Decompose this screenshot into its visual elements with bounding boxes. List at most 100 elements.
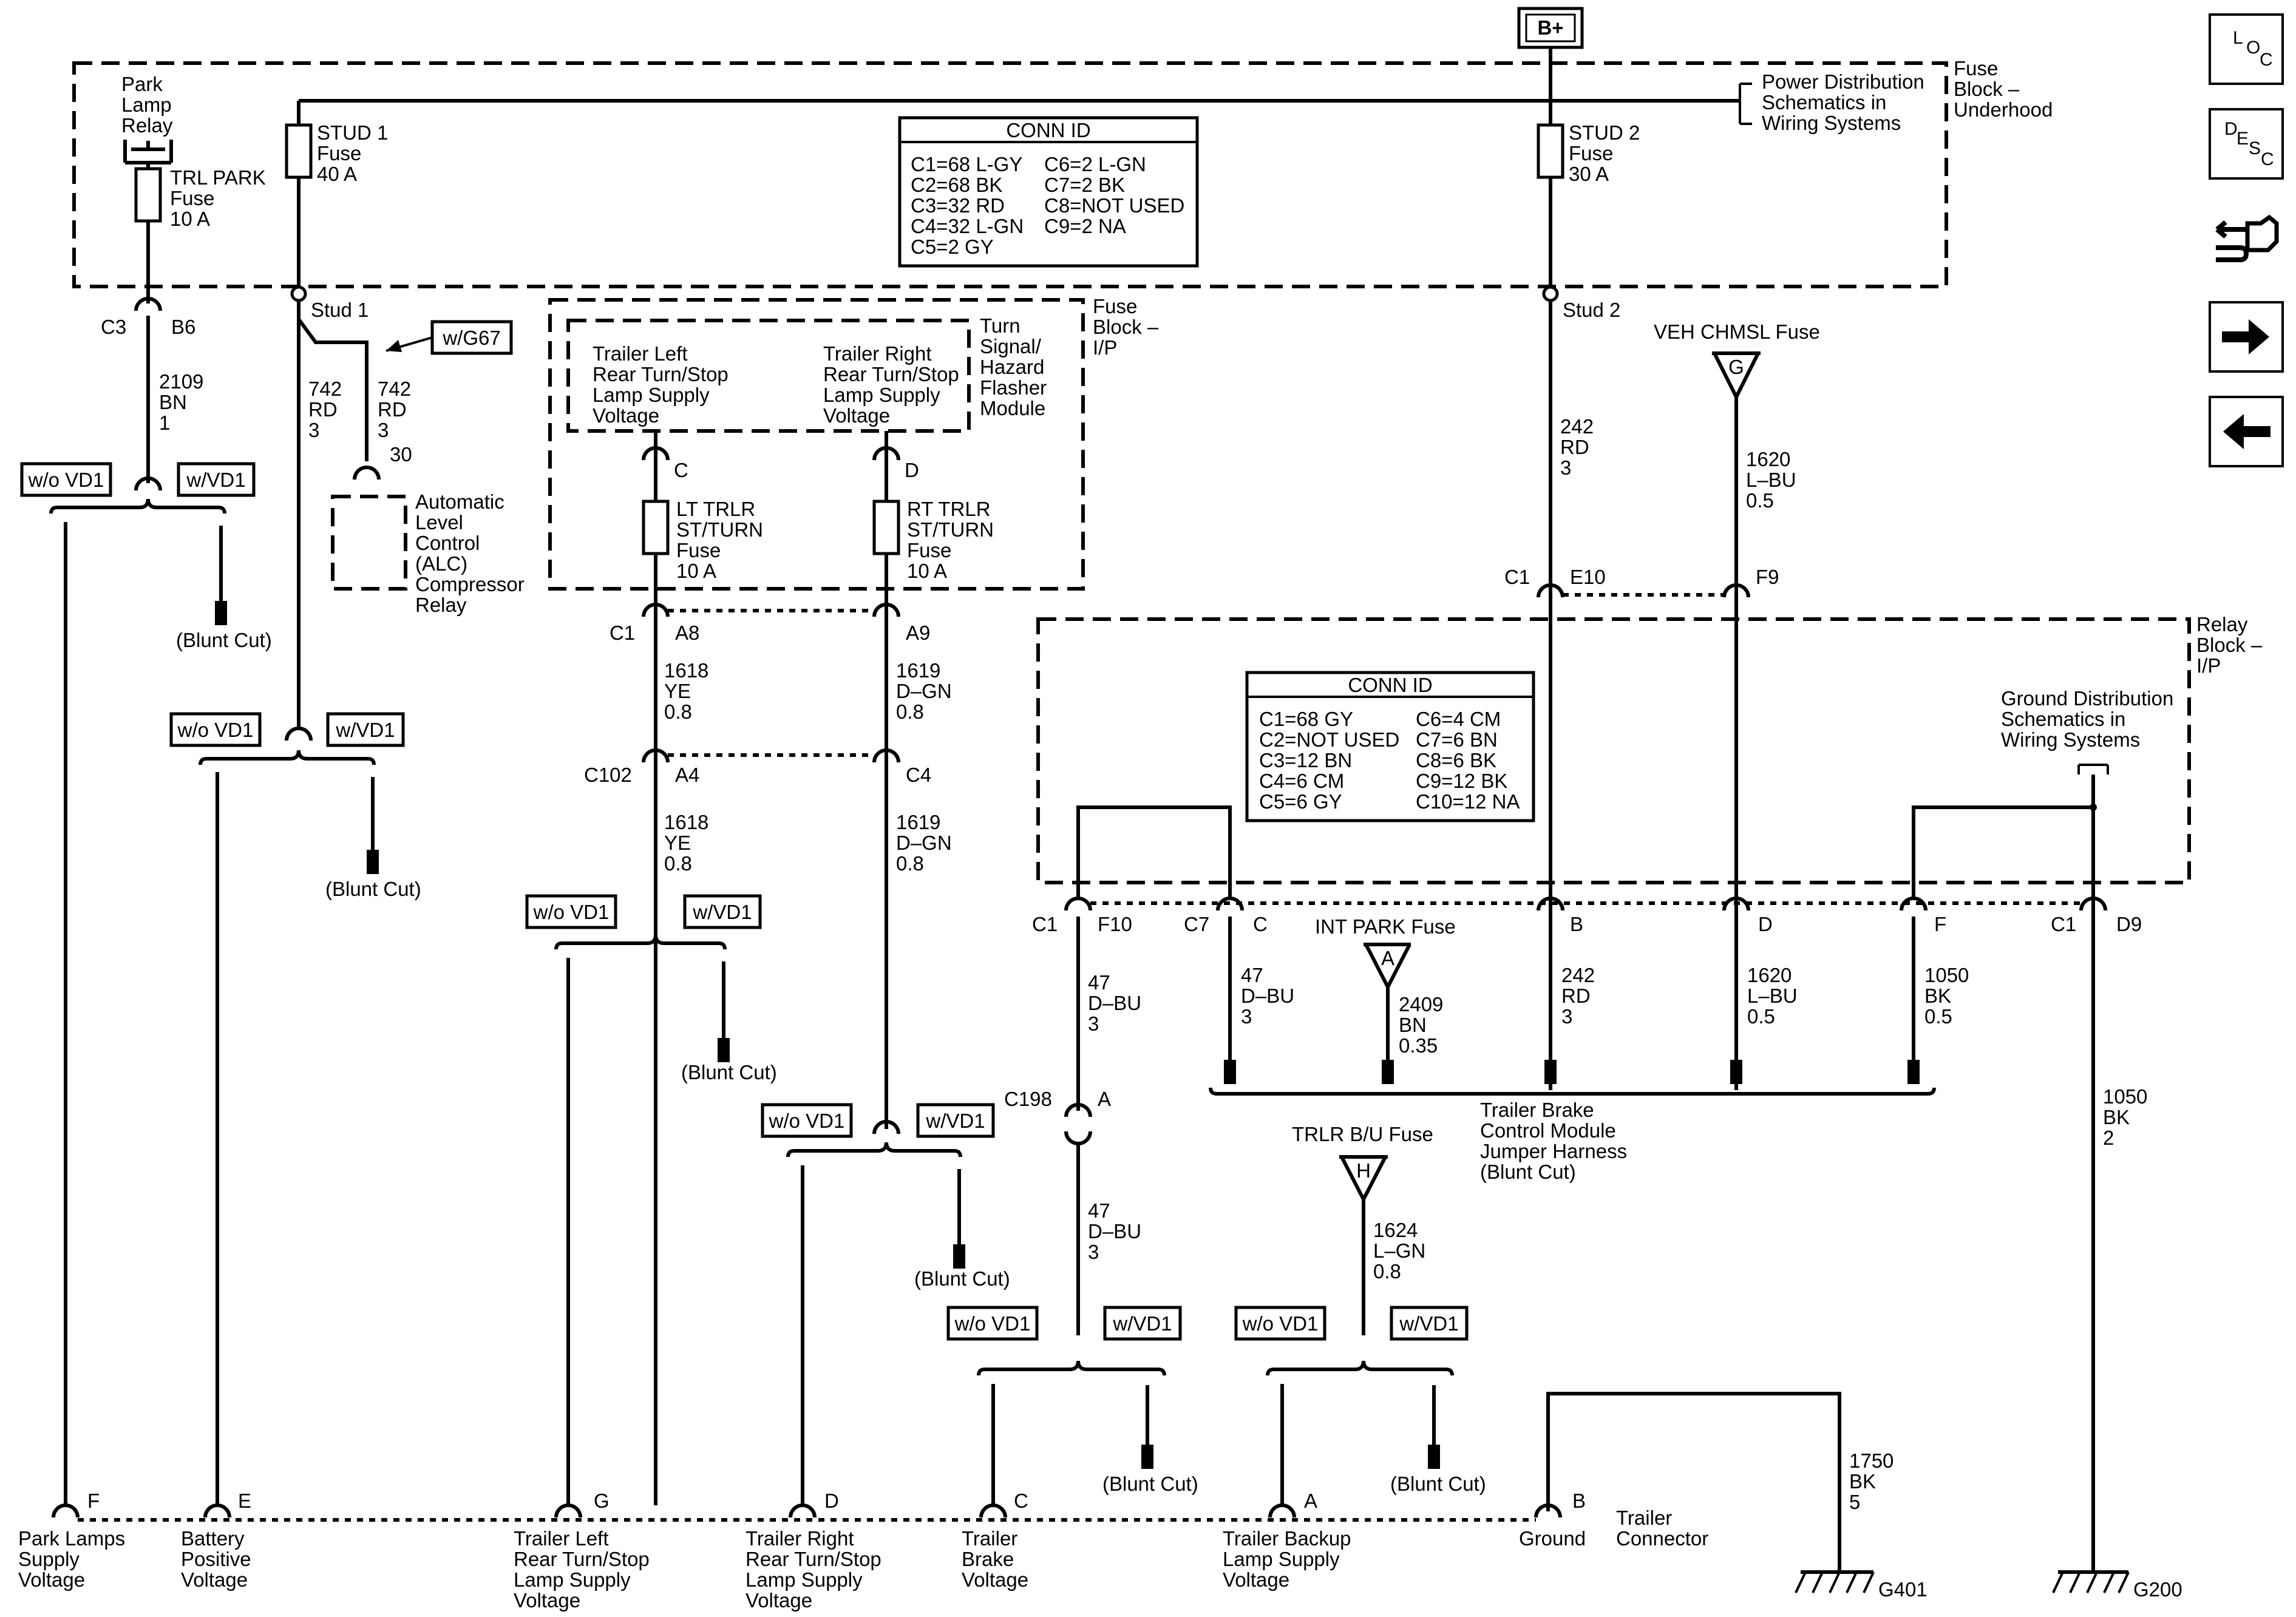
w-vd1-option xyxy=(916,1103,995,1138)
svg-text:Wiring Systems: Wiring Systems xyxy=(1762,112,1901,134)
svg-text:C1=68 GY: C1=68 GY xyxy=(1259,708,1353,730)
svg-text:Brake: Brake xyxy=(962,1548,1014,1570)
park-lamps-supply-voltage: Park Lamps Supply Voltage xyxy=(18,1527,125,1591)
conn-d-right xyxy=(872,446,900,461)
svg-text:Level: Level xyxy=(415,511,463,534)
svg-text:Trailer: Trailer xyxy=(962,1527,1017,1550)
svg-text:Compressor: Compressor xyxy=(415,573,525,595)
svg-text:ST/TURN: ST/TURN xyxy=(676,518,763,541)
w-vd1-label: w/VD1 xyxy=(925,1110,985,1132)
loc-icon: L O C xyxy=(2233,28,2273,70)
svg-text:BK: BK xyxy=(2103,1106,2130,1128)
svg-text:3: 3 xyxy=(308,419,319,441)
svg-text:Wiring Systems: Wiring Systems xyxy=(2001,728,2140,751)
svg-text:C2=NOT USED: C2=NOT USED xyxy=(1259,728,1399,751)
svg-text:Rear Turn/Stop: Rear Turn/Stop xyxy=(823,363,959,385)
conn-c198-lower xyxy=(1064,1131,1092,1145)
wire-1620-label-a: 1620 L–BU 0.5 xyxy=(1746,448,1796,512)
svg-text:Voltage: Voltage xyxy=(514,1589,580,1612)
svg-text:Hazard: Hazard xyxy=(980,356,1044,378)
svg-text:Relay: Relay xyxy=(121,114,173,137)
w-vd1-option xyxy=(177,462,256,497)
svg-text:L–BU: L–BU xyxy=(1746,469,1796,491)
svg-text:Rear Turn/Stop: Rear Turn/Stop xyxy=(514,1548,650,1570)
svg-text:1620: 1620 xyxy=(1746,448,1790,470)
ground-distribution-ref: Ground Distribution Schematics in Wiring… xyxy=(2001,687,2173,775)
trailer-right-supply-voltage: Trailer Right Rear Turn/Stop Lamp Supply… xyxy=(746,1527,881,1612)
c198-label: C198 xyxy=(1004,1088,1052,1110)
trailer-backup-supply-voltage: Trailer Backup Lamp Supply Voltage xyxy=(1223,1527,1351,1591)
svg-text:0.8: 0.8 xyxy=(664,700,692,723)
svg-text:0.35: 0.35 xyxy=(1399,1034,1438,1057)
trl-park-fuse-label: TRL PARK Fuse 10 A xyxy=(170,166,266,230)
option-bracket-left-turn xyxy=(554,934,727,950)
svg-text:Lamp Supply: Lamp Supply xyxy=(514,1568,631,1591)
trl-park-fuse xyxy=(134,167,162,223)
blunt-cut-label: (Blunt Cut) xyxy=(681,1061,777,1083)
conn-f9 xyxy=(1722,583,1750,598)
wire-1050-label-a: 1050 BK 0.5 xyxy=(1924,964,1969,1028)
svg-text:1: 1 xyxy=(159,412,170,434)
trlr-bu-fuse-h: H xyxy=(1339,1155,1388,1204)
svg-text:Automatic: Automatic xyxy=(415,490,504,513)
trailer-left-supply-voltage: Trailer Left Rear Turn/Stop Lamp Supply … xyxy=(514,1527,650,1612)
svg-text:D–BU: D–BU xyxy=(1241,985,1294,1007)
option-bracket-brake xyxy=(977,1360,1166,1376)
svg-text:D–BU: D–BU xyxy=(1088,992,1141,1014)
alc-pin-label: 30 xyxy=(390,443,412,466)
pin-g-label: G xyxy=(594,1490,610,1512)
svg-text:YE: YE xyxy=(664,832,691,854)
fuse-block-underhood-title: Fuse Block – Underhood xyxy=(1954,57,2053,121)
w-vd1-label: w/VD1 xyxy=(1112,1312,1172,1335)
svg-text:ST/TURN: ST/TURN xyxy=(907,518,994,541)
splice-dot xyxy=(2090,804,2097,811)
w-vd1-option xyxy=(683,894,762,929)
ground-g401-icon xyxy=(1795,1570,1875,1593)
wo-vd1-option xyxy=(946,1306,1039,1341)
desc-button[interactable]: D E S C xyxy=(2209,108,2284,180)
connector-repair-icon xyxy=(2215,214,2279,262)
svg-text:Positive: Positive xyxy=(181,1548,251,1570)
wo-vd1-option xyxy=(761,1103,853,1138)
back-button[interactable] xyxy=(2209,396,2284,467)
svg-text:L–GN: L–GN xyxy=(1373,1239,1425,1262)
loc-button[interactable]: L O C xyxy=(2209,13,2284,85)
svg-text:Fuse: Fuse xyxy=(1569,142,1613,164)
svg-text:I/P: I/P xyxy=(2196,654,2221,677)
svg-text:Lamp Supply: Lamp Supply xyxy=(823,384,940,406)
svg-text:Rear Turn/Stop: Rear Turn/Stop xyxy=(746,1548,881,1570)
svg-text:Connector: Connector xyxy=(1616,1527,1708,1550)
svg-text:Block –: Block – xyxy=(2196,634,2263,656)
flasher-module-outline xyxy=(566,319,971,433)
f-label: F xyxy=(1934,913,1946,935)
svg-text:30 A: 30 A xyxy=(1569,163,1609,185)
connector-repair-button[interactable] xyxy=(2209,203,2284,274)
svg-text:3: 3 xyxy=(1088,1241,1099,1263)
svg-text:Module: Module xyxy=(980,397,1045,419)
blunt-cut-end xyxy=(1428,1445,1440,1469)
blunt-cut-end xyxy=(215,601,227,625)
svg-text:1050: 1050 xyxy=(1924,964,1969,986)
svg-text:Lamp Supply: Lamp Supply xyxy=(746,1568,863,1591)
c1-label: C1 xyxy=(610,622,635,644)
svg-text:Trailer Left: Trailer Left xyxy=(593,342,688,365)
svg-text:Fuse: Fuse xyxy=(676,539,721,561)
svg-text:Voltage: Voltage xyxy=(18,1568,85,1591)
next-button[interactable] xyxy=(2209,301,2284,373)
g67-option: w/G67 xyxy=(385,320,513,355)
svg-text:242: 242 xyxy=(1560,415,1594,438)
svg-text:RD: RD xyxy=(1560,436,1589,458)
svg-text:STUD 2: STUD 2 xyxy=(1569,121,1640,144)
svg-text:Voltage: Voltage xyxy=(181,1568,248,1591)
svg-text:1750: 1750 xyxy=(1849,1449,1894,1472)
conn-f10 xyxy=(1064,897,1092,911)
alc-relay-label: Automatic Level Control (ALC) Compressor… xyxy=(415,490,525,616)
svg-text:C3=12 BN: C3=12 BN xyxy=(1259,749,1352,771)
svg-text:C6=2 L-GN: C6=2 L-GN xyxy=(1044,153,1146,175)
blunt-cut-end xyxy=(1730,1060,1742,1084)
svg-text:D–GN: D–GN xyxy=(896,680,952,702)
svg-text:Lamp Supply: Lamp Supply xyxy=(593,384,710,406)
g401-label: G401 xyxy=(1878,1578,1927,1601)
svg-text:Fuse: Fuse xyxy=(907,539,951,561)
wo-vd1-option xyxy=(20,462,112,497)
